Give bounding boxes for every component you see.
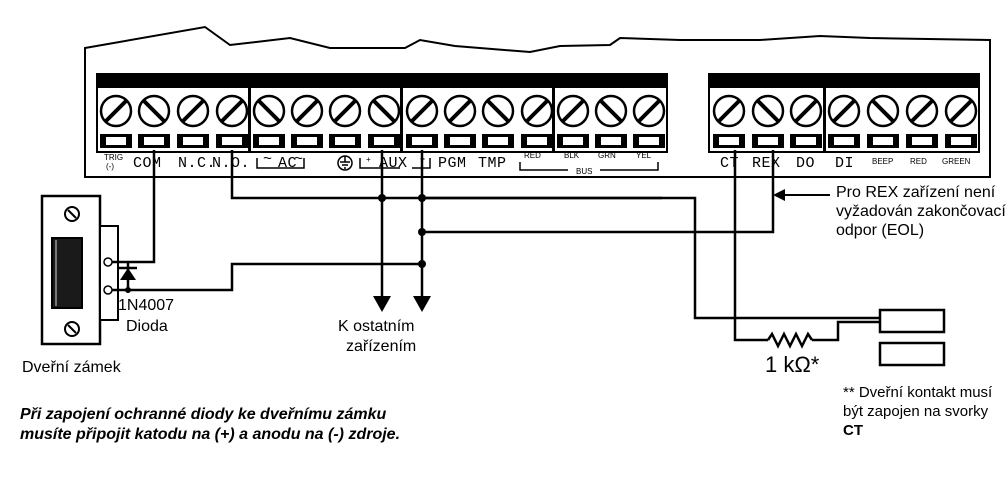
door-lock-label: Dveřní zámek xyxy=(22,359,122,376)
label-bus: BUS xyxy=(576,167,592,176)
diode-icon xyxy=(119,266,137,280)
screw-terminal xyxy=(827,94,861,148)
diode-polarity-note: Při zapojení ochranné diody ke dveřnímu … xyxy=(20,406,401,443)
label-red: RED xyxy=(910,157,927,166)
screw-terminal xyxy=(367,94,401,148)
screw-terminal xyxy=(328,94,362,148)
label-beep: BEEP xyxy=(872,157,893,166)
label-ac: AC xyxy=(278,155,297,172)
other-devices-label-2: zařízením xyxy=(346,338,416,355)
arrow-down-icon xyxy=(373,296,431,312)
junctions xyxy=(125,194,426,293)
screw-terminal xyxy=(137,94,171,148)
label-pgm: PGM xyxy=(438,155,467,172)
screw-terminal xyxy=(751,94,785,148)
screw-terminal xyxy=(866,94,900,148)
ct-note-bold: CT xyxy=(843,422,863,439)
screw-terminal xyxy=(252,94,286,148)
label-bus-blk: BLK xyxy=(564,151,580,160)
screw-terminal xyxy=(789,94,823,148)
label-trig: TRIG xyxy=(104,153,123,162)
screw-terminal xyxy=(443,94,477,148)
screw-terminal xyxy=(99,94,133,148)
screw-terminal xyxy=(481,94,515,148)
screw-terminal xyxy=(594,94,628,148)
screw-terminal xyxy=(905,94,939,148)
screw-terminal xyxy=(290,94,324,148)
screw-terminal xyxy=(632,94,666,148)
rex-note-arrow xyxy=(773,189,830,201)
label-green: GREEN xyxy=(942,157,971,166)
screw-terminal xyxy=(176,94,210,148)
door-contact xyxy=(878,308,946,367)
label-do: DO xyxy=(796,155,815,172)
rex-eol-note: Pro REX zařízení není vyžadován zakončov… xyxy=(836,184,1006,239)
label-trig-minus: (-) xyxy=(106,162,114,171)
wires xyxy=(112,150,880,342)
label-tmp: TMP xyxy=(478,155,507,172)
screw-terminal xyxy=(215,94,249,148)
diode-name-label: Dioda xyxy=(126,318,168,335)
label-ac-tilde-left: ~ xyxy=(263,151,273,168)
ct-note: ** Dveřní kontakt musí být zapojen na sv… xyxy=(843,383,1003,440)
label-di: DI xyxy=(835,155,854,172)
screw-terminals xyxy=(99,94,978,148)
label-rex: REX xyxy=(752,155,781,172)
screw-terminal xyxy=(405,94,439,148)
screw-terminal xyxy=(712,94,746,148)
terminal-labels-left: TRIG (-) COM N.C. N.O. ~ AC ~ + AUX - PG… xyxy=(104,151,659,176)
door-lock xyxy=(40,194,119,346)
screw-terminal xyxy=(944,94,978,148)
label-ac-tilde-right: ~ xyxy=(294,151,304,168)
screw-terminal xyxy=(520,94,554,148)
other-devices-label-1: K ostatním xyxy=(338,318,414,335)
diode-part-label: 1N4007 xyxy=(118,297,174,314)
label-aux: AUX xyxy=(379,155,408,172)
label-bus-yel: YEL xyxy=(636,151,652,160)
resistor-label: 1 kΩ* xyxy=(765,352,820,377)
label-bus-red: RED xyxy=(524,151,541,160)
label-nc: N.C. xyxy=(178,155,216,172)
ground-icon xyxy=(337,155,353,171)
ct-note-text: ** Dveřní kontakt musí být zapojen na sv… xyxy=(843,384,993,420)
label-aux-plus: + xyxy=(366,155,371,164)
label-bus-grn: GRN xyxy=(598,151,616,160)
label-com: COM xyxy=(133,155,162,172)
resistor-icon xyxy=(766,331,814,349)
screw-terminal xyxy=(556,94,590,148)
